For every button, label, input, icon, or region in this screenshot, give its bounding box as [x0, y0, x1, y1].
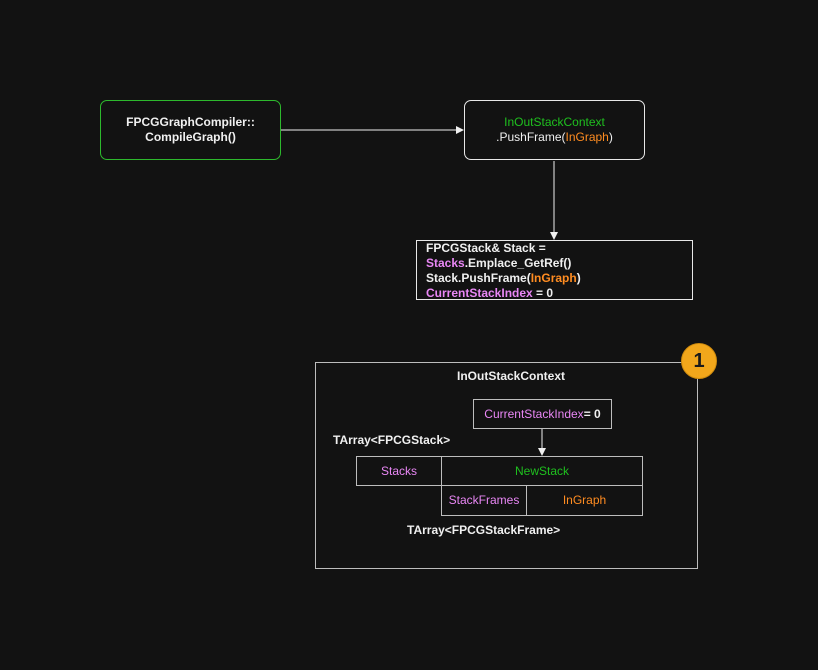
new-stack-cell[interactable]: NewStack [441, 456, 643, 486]
push-frame-call-prefix: .PushFrame( [496, 130, 566, 144]
code-line-3-b: = 0 [532, 286, 554, 300]
code-line-1-b: Stacks [426, 256, 465, 270]
current-stack-index-value: = 0 [583, 406, 601, 421]
stack-context-container[interactable] [315, 362, 698, 569]
push-frame-node[interactable]: InOutStackContext .PushFrame(InGraph) [464, 100, 645, 160]
current-stack-index-box[interactable]: CurrentStackIndex = 0 [473, 399, 612, 429]
code-line-1-a: FPCGStack& Stack = [426, 241, 546, 255]
stack-frames-cell[interactable]: StackFrames [441, 485, 527, 516]
compile-graph-line2: CompileGraph() [145, 130, 236, 144]
code-line-2-a: Stack.PushFrame( [426, 271, 531, 285]
compile-graph-node[interactable]: FPCGGraphCompiler:: CompileGraph() [100, 100, 281, 160]
compile-graph-line1: FPCGGraphCompiler:: [126, 115, 255, 129]
stack-array-label: TArray<FPCGStack> [333, 433, 451, 447]
code-line-3: CurrentStackIndex = 0 [426, 286, 553, 301]
code-line-2-c: ) [576, 271, 581, 285]
stacks-cell[interactable]: Stacks [356, 456, 442, 486]
code-node[interactable]: FPCGStack& Stack = Stacks.Emplace_GetRef… [416, 240, 693, 300]
stack-context-title: InOutStackContext [457, 369, 566, 383]
push-frame-call-suffix: ) [608, 130, 613, 144]
code-line-1-c: .Emplace_GetRef() [464, 256, 572, 270]
push-frame-context-name: InOutStackContext [504, 115, 605, 129]
push-frame-call-arg: InGraph [565, 130, 609, 144]
push-frame-call: .PushFrame(InGraph) [496, 130, 613, 145]
frame-array-label: TArray<FPCGStackFrame> [407, 523, 561, 537]
step-number-badge: 1 [681, 343, 717, 379]
code-line-2: Stack.PushFrame(InGraph) [426, 271, 581, 286]
code-line-2-b: InGraph [530, 271, 577, 285]
current-stack-index-name: CurrentStackIndex [484, 406, 584, 421]
in-graph-cell[interactable]: InGraph [526, 485, 643, 516]
code-line-1: FPCGStack& Stack = Stacks.Emplace_GetRef… [426, 241, 692, 271]
code-line-3-a: CurrentStackIndex [426, 286, 533, 300]
